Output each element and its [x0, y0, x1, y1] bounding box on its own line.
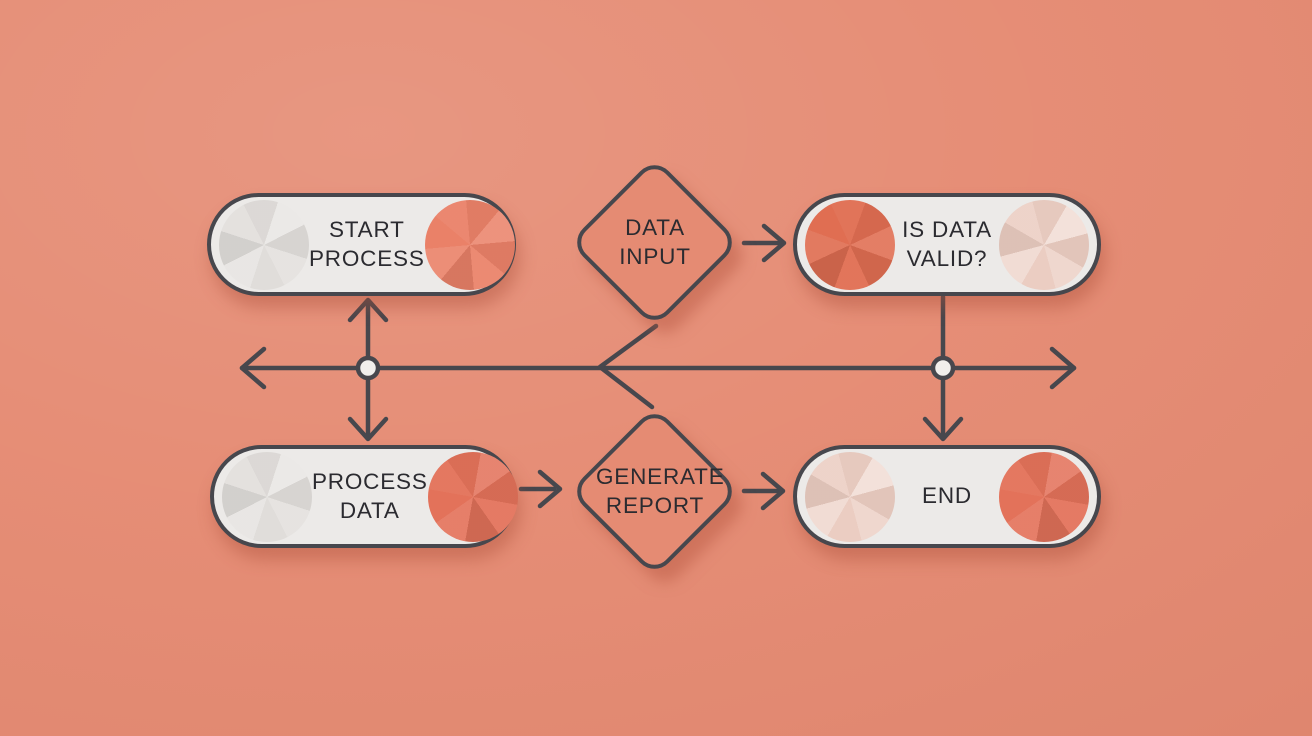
arrowhead-right-icon: [1049, 346, 1077, 390]
edge-process-data--generate-report: [518, 469, 563, 509]
pinwheel-circle-gray-icon: [219, 199, 309, 290]
pinwheel-circle-coral-icon: [427, 451, 518, 542]
junction-dot-right: [930, 355, 956, 381]
arrowhead-right-icon: [760, 471, 786, 511]
diamond-shape: [568, 156, 741, 329]
node-data-input: [568, 156, 741, 329]
pinwheel-circle-coral-icon: [424, 199, 515, 290]
edge-data-input--generate-report: [597, 323, 659, 410]
pinwheel-circle-pink-icon: [805, 451, 895, 542]
arrowhead-left-icon: [239, 346, 267, 390]
arrowhead-right-icon: [537, 469, 563, 509]
pinwheel-circle-gray-icon: [222, 451, 312, 542]
node-label: END: [922, 483, 972, 509]
edge-generate-report--end: [741, 471, 786, 511]
pinwheel-circle-coral-icon: [999, 451, 1089, 542]
arrowhead-right-icon: [761, 223, 787, 263]
node-end: END: [793, 445, 1101, 548]
node-process-data: PROCESS DATA: [210, 445, 518, 548]
node-start-process: START PROCESS: [207, 193, 516, 296]
junction-dot-left: [355, 355, 381, 381]
arrowhead-up-icon: [347, 297, 389, 323]
arrowhead-down-icon: [347, 416, 389, 442]
node-is-data-valid: IS DATA VALID?: [793, 193, 1101, 296]
arrowhead-down-icon: [922, 416, 964, 442]
node-label: PROCESS DATA: [312, 469, 428, 523]
edge-data-input--is-data-valid: [741, 223, 787, 263]
node-label: IS DATA VALID?: [902, 217, 992, 271]
pinwheel-circle-red-icon: [805, 199, 895, 290]
node-generate-report: [568, 405, 741, 578]
diamond-shape: [568, 405, 741, 578]
pinwheel-circle-pink-icon: [999, 199, 1089, 290]
node-label: START PROCESS: [309, 217, 425, 271]
